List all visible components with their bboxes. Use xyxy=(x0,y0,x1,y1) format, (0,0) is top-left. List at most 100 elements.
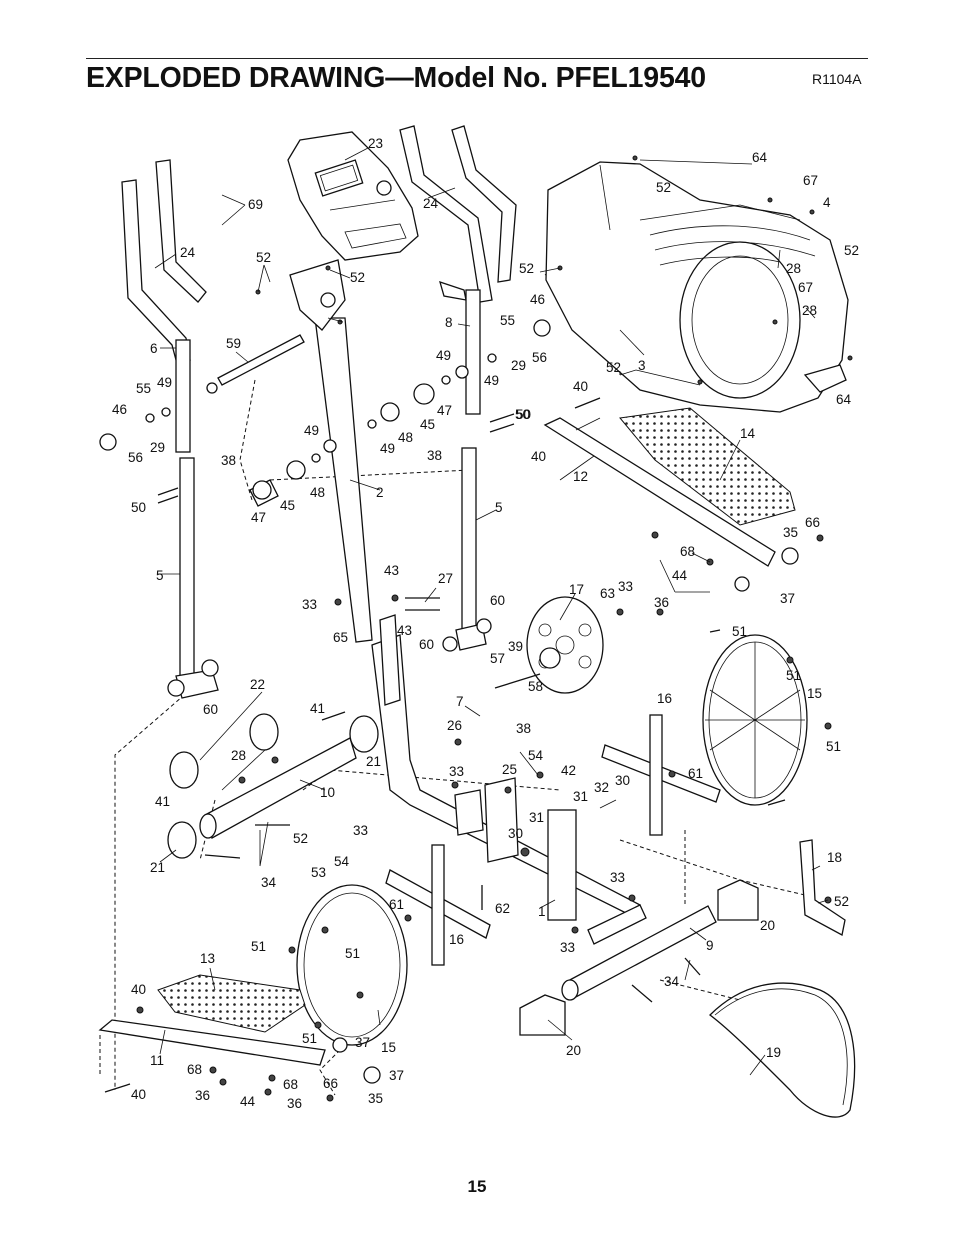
part-label: 24 xyxy=(423,196,439,211)
part-label: 5 xyxy=(495,500,503,515)
part-label: 39 xyxy=(508,639,523,654)
part-label: 18 xyxy=(827,850,842,865)
part-label: 43 xyxy=(397,623,412,638)
front-stabilizer xyxy=(385,844,491,966)
part-label: 50 xyxy=(516,407,531,422)
part-label: 44 xyxy=(672,568,688,583)
part-label: 33 xyxy=(302,597,317,612)
part-label: 36 xyxy=(195,1088,210,1103)
part-label: 64 xyxy=(752,150,768,165)
rear-tube xyxy=(561,904,717,1001)
part-label: 8 xyxy=(445,315,453,330)
drive-belt xyxy=(709,982,856,1118)
part-label: 40 xyxy=(131,1087,146,1102)
part-label: 51 xyxy=(302,1031,317,1046)
part-label: 38 xyxy=(221,453,236,468)
foot-right xyxy=(717,879,759,921)
flywheel-pulley xyxy=(494,596,604,694)
part-label: 38 xyxy=(427,448,442,463)
part-label: 24 xyxy=(180,245,196,260)
flywheel-right xyxy=(702,634,808,806)
part-label: 50 xyxy=(131,500,146,515)
part-label: 51 xyxy=(732,624,747,639)
part-label: 40 xyxy=(573,379,588,394)
part-label: 43 xyxy=(384,563,399,578)
part-label: 65 xyxy=(333,630,348,645)
left-bushings xyxy=(99,382,337,507)
part-label: 28 xyxy=(786,261,801,276)
part-label: 66 xyxy=(805,515,820,530)
part-label: 68 xyxy=(680,544,695,559)
part-label: 49 xyxy=(436,348,451,363)
part-label: 7 xyxy=(456,694,464,709)
part-label: 55 xyxy=(500,313,515,328)
part-label: 54 xyxy=(334,854,350,869)
part-label: 29 xyxy=(511,358,526,373)
part-label: 69 xyxy=(248,197,263,212)
part-label: 66 xyxy=(323,1076,338,1091)
upright xyxy=(289,259,373,643)
part-label: 34 xyxy=(664,974,680,989)
part-label: 15 xyxy=(381,1040,396,1055)
right-upper-handlebar xyxy=(399,125,517,303)
part-label: 47 xyxy=(437,403,452,418)
part-label: 46 xyxy=(530,292,545,307)
part-label: 60 xyxy=(419,637,434,652)
rear-shroud xyxy=(545,161,849,413)
part-label: 14 xyxy=(740,426,756,441)
part-label: 33 xyxy=(618,579,633,594)
part-label: 61 xyxy=(389,897,404,912)
part-label: 67 xyxy=(803,173,818,188)
right-lower-arm xyxy=(442,447,492,652)
part-label: 41 xyxy=(155,794,170,809)
part-label: 52 xyxy=(834,894,849,909)
part-label: 31 xyxy=(529,810,544,825)
part-label: 38 xyxy=(516,721,531,736)
part-label: 40 xyxy=(531,449,546,464)
left-lower-arm xyxy=(167,457,219,699)
header-rule xyxy=(86,58,868,59)
part-label: 48 xyxy=(398,430,413,445)
part-label: 46 xyxy=(112,402,127,417)
rear-stabilizer xyxy=(601,714,721,836)
part-label: 51 xyxy=(786,668,801,683)
part-label: 9 xyxy=(706,938,714,953)
part-label: 52 xyxy=(844,243,859,258)
page-title: EXPLODED DRAWING—Model No. PFEL19540 xyxy=(86,62,706,94)
part-label: 16 xyxy=(449,932,464,947)
part-label: 68 xyxy=(187,1062,202,1077)
part-label: 20 xyxy=(566,1043,581,1058)
leader-lines xyxy=(154,147,829,1076)
part-label: 48 xyxy=(310,485,325,500)
bracket xyxy=(799,839,846,936)
part-label: 40 xyxy=(131,982,146,997)
part-label: 50 xyxy=(515,407,530,422)
part-label: 37 xyxy=(355,1035,370,1050)
part-label: 11 xyxy=(150,1053,164,1068)
part-label: 35 xyxy=(368,1091,383,1106)
part-label: 12 xyxy=(573,469,588,484)
part-label: 37 xyxy=(389,1068,404,1083)
part-label: 33 xyxy=(610,870,625,885)
part-label: 33 xyxy=(560,940,575,955)
part-label: 41 xyxy=(310,701,325,716)
part-label: 16 xyxy=(657,691,672,706)
console xyxy=(287,131,419,261)
part-label: 45 xyxy=(420,417,435,432)
left-arm-tube xyxy=(175,339,191,453)
part-label: 2 xyxy=(376,485,384,500)
part-label: 15 xyxy=(807,686,822,701)
part-label: 33 xyxy=(353,823,368,838)
part-label: 52 xyxy=(656,180,671,195)
part-label: 64 xyxy=(836,392,852,407)
part-label: 45 xyxy=(280,498,295,513)
right-pedal-arm xyxy=(543,407,799,592)
part-label: 37 xyxy=(780,591,795,606)
part-label: 3 xyxy=(638,358,646,373)
part-label: 51 xyxy=(345,946,360,961)
left-upper-handlebar xyxy=(121,159,207,361)
part-label: 6 xyxy=(150,341,158,356)
part-label: 21 xyxy=(150,860,165,875)
part-label: 30 xyxy=(508,826,523,841)
